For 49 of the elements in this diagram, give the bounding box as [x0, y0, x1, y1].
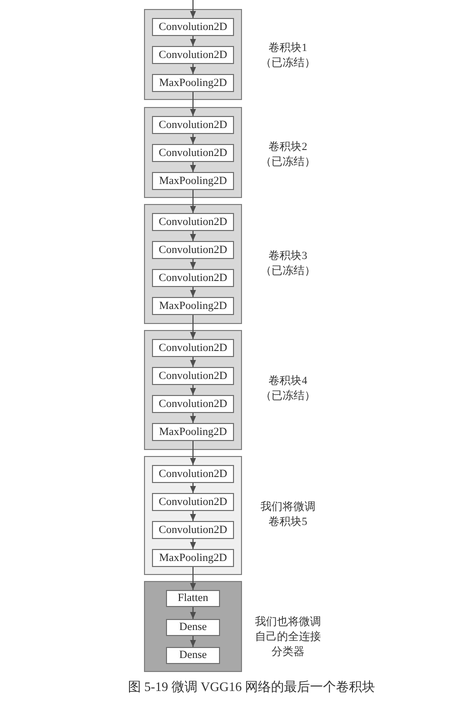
layer-box: Convolution2D: [152, 367, 234, 385]
arrow: [190, 231, 196, 241]
block-note: 卷积块3（已冻结）: [259, 249, 316, 279]
layer-box: MaxPooling2D: [152, 74, 234, 92]
block-note: 我们将微调卷积块5: [259, 500, 316, 530]
arrow: [190, 315, 196, 339]
arrow: [190, 413, 196, 423]
layer-box: Dense: [166, 619, 220, 636]
layer-box: Convolution2D: [152, 18, 234, 36]
block-note: 卷积块4（已冻结）: [259, 374, 316, 404]
arrow: [190, 385, 196, 395]
layer-box: Convolution2D: [152, 493, 234, 511]
arrow: [190, 483, 196, 493]
arrow: [190, 511, 196, 521]
layer-box: Convolution2D: [152, 521, 234, 539]
arrow: [190, 64, 196, 74]
layer-box: Convolution2D: [152, 269, 234, 287]
layer-box: Convolution2D: [152, 465, 234, 483]
layer-box: MaxPooling2D: [152, 423, 234, 441]
arrow: [190, 287, 196, 297]
layer-box: Convolution2D: [152, 144, 234, 162]
layer-box: Convolution2D: [152, 213, 234, 231]
layer-box: Convolution2D: [152, 395, 234, 413]
arrow: [190, 162, 196, 172]
layer-box: Convolution2D: [152, 241, 234, 259]
layer-box: MaxPooling2D: [152, 549, 234, 567]
arrow: [190, 134, 196, 144]
arrow: [190, 567, 196, 590]
layer-box: Dense: [166, 647, 220, 664]
block-note: 卷积块2（已冻结）: [259, 140, 316, 170]
figure-caption: 图 5-19 微调 VGG16 网络的最后一个卷积块: [128, 679, 375, 695]
block-note: 我们也将微调自己的全连接分类器: [254, 615, 322, 660]
arrow: [190, 190, 196, 213]
arrow: [190, 92, 196, 116]
layer-box: Flatten: [166, 590, 220, 607]
arrow: [190, 539, 196, 549]
layer-box: Convolution2D: [152, 339, 234, 357]
arrow: [190, 441, 196, 465]
block-note: 卷积块1（已冻结）: [259, 41, 316, 71]
layer-box: MaxPooling2D: [152, 297, 234, 315]
arrow: [190, 357, 196, 367]
layer-box: MaxPooling2D: [152, 172, 234, 190]
layer-box: Convolution2D: [152, 116, 234, 134]
arrow: [190, 607, 196, 619]
arrow: [190, 36, 196, 46]
layer-box: Convolution2D: [152, 46, 234, 64]
arrow: [190, 636, 196, 647]
arrow: [190, 259, 196, 269]
arrow: [190, 0, 196, 18]
